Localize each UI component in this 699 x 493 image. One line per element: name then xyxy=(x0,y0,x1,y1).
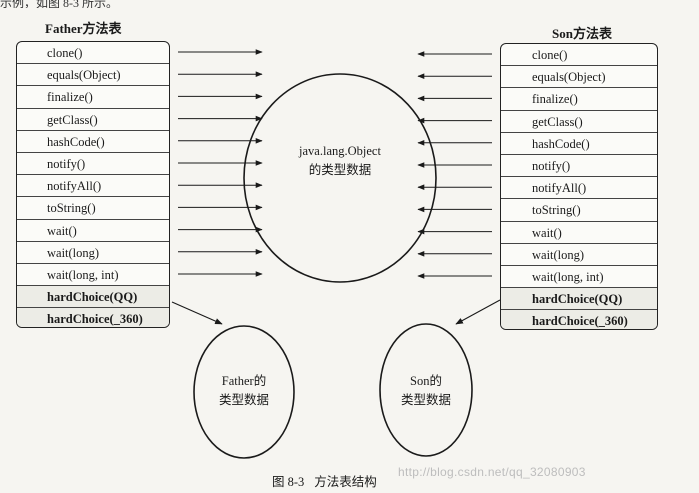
father-method-row: equals(Object) xyxy=(17,64,169,87)
son-method-row: wait() xyxy=(501,222,657,244)
watermark-url: http://blog.csdn.net/qq_32080903 xyxy=(398,465,586,479)
son-hardchoice-arrow xyxy=(455,299,501,325)
father-type-label: Father的 类型数据 xyxy=(204,372,284,410)
father-method-row: hardChoice(QQ) xyxy=(17,286,169,309)
father-type-label-line2: 类型数据 xyxy=(218,393,269,407)
son-method-row: toString() xyxy=(501,199,657,222)
son-method-row: finalize() xyxy=(501,88,657,111)
father-method-row: finalize() xyxy=(17,86,169,109)
son-method-row: getClass() xyxy=(501,111,657,133)
father-method-row: hardChoice(_360) xyxy=(17,308,169,327)
son-type-label-line1: Son的 xyxy=(410,374,442,388)
son-to-object-arrows xyxy=(417,51,492,279)
object-type-label-line2: 的类型数据 xyxy=(308,163,372,177)
son-method-row: hardChoice(QQ) xyxy=(501,288,657,311)
father-method-table: clone()equals(Object)finalize()getClass(… xyxy=(16,41,170,328)
father-type-ellipse xyxy=(193,325,295,459)
son-type-ellipse xyxy=(379,323,473,457)
father-method-row: clone() xyxy=(17,42,169,65)
son-type-label: Son的 类型数据 xyxy=(386,372,466,410)
object-type-label: java.lang.Object 的类型数据 xyxy=(278,142,402,180)
father-method-row: notify() xyxy=(17,153,169,176)
son-method-row: equals(Object) xyxy=(501,66,657,89)
object-type-ellipse xyxy=(243,73,437,283)
father-method-row: getClass() xyxy=(17,109,169,131)
father-method-row: wait(long) xyxy=(17,242,169,264)
father-method-row: hashCode() xyxy=(17,131,169,153)
son-method-table: clone()equals(Object)finalize()getClass(… xyxy=(500,43,658,330)
son-method-row: notifyAll() xyxy=(501,177,657,200)
son-method-row: hardChoice(_360) xyxy=(501,310,657,329)
son-type-label-line2: 类型数据 xyxy=(400,393,451,407)
father-hardchoice-arrow xyxy=(171,301,223,325)
father-to-object-arrows xyxy=(178,49,263,277)
father-method-row: notifyAll() xyxy=(17,175,169,198)
father-type-label-line1: Father的 xyxy=(221,374,267,388)
son-method-row: wait(long, int) xyxy=(501,266,657,289)
son-method-row: wait(long) xyxy=(501,244,657,266)
son-table-title: Son方法表 xyxy=(552,26,612,41)
figure-caption: 图 8-3 方法表结构 xyxy=(272,471,387,490)
figure-caption-text: 方法表结构 xyxy=(314,475,377,489)
father-method-row: wait(long, int) xyxy=(17,264,169,287)
son-method-row: hashCode() xyxy=(501,133,657,155)
father-method-row: toString() xyxy=(17,197,169,220)
son-method-row: clone() xyxy=(501,44,657,67)
figure-number: 图 8-3 xyxy=(272,475,305,489)
header-text-fragment: 示例，如图 8-3 所示。 xyxy=(0,0,118,8)
father-method-row: wait() xyxy=(17,220,169,242)
son-method-row: notify() xyxy=(501,155,657,178)
object-type-label-line1: java.lang.Object xyxy=(299,144,381,158)
father-table-title: Father方法表 xyxy=(45,21,122,36)
